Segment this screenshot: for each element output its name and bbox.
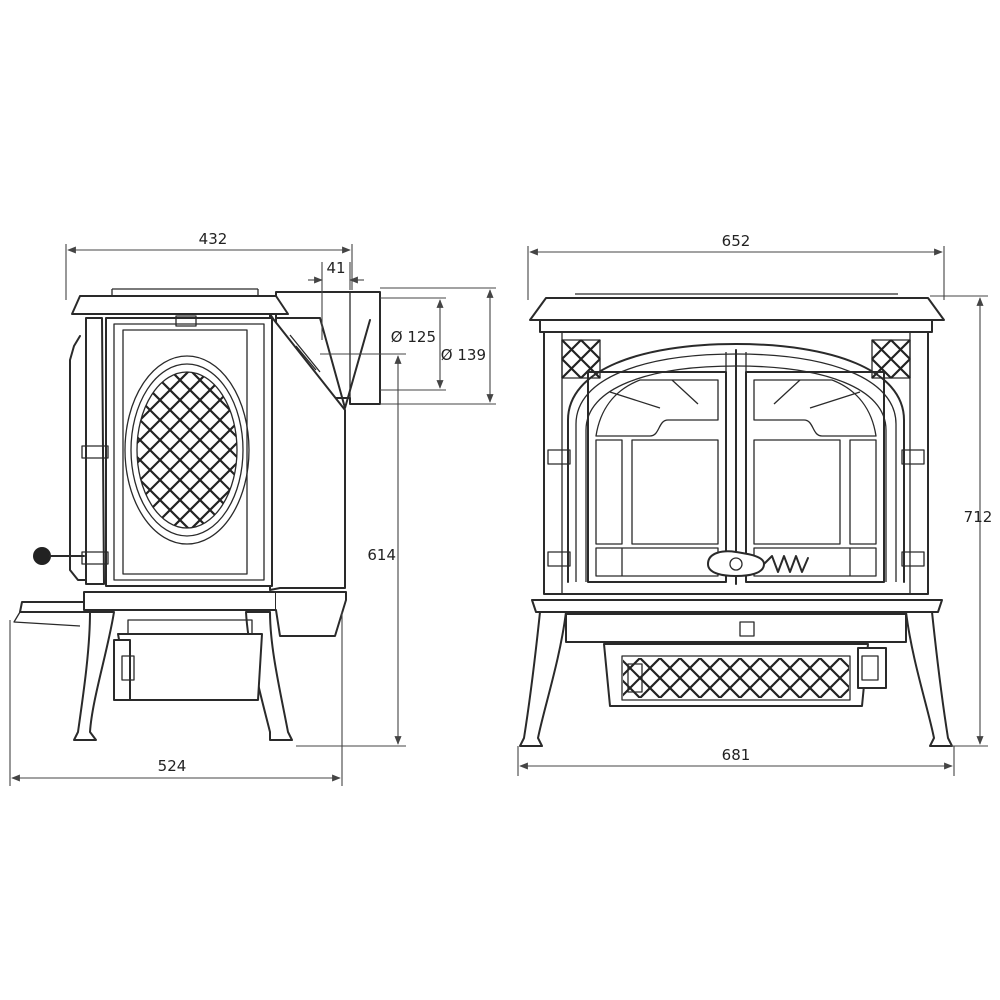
front-leg bbox=[73, 611, 115, 741]
rear-body bbox=[269, 313, 346, 591]
door-arch bbox=[567, 343, 905, 583]
front-left-leg bbox=[519, 611, 567, 747]
dim-front-height: 712 bbox=[964, 508, 993, 526]
dim-side-depth: 524 bbox=[158, 757, 187, 775]
drawer-lattice bbox=[623, 658, 849, 698]
top-plate bbox=[71, 295, 289, 315]
front-door-profile bbox=[85, 317, 105, 585]
dim-flue-inner: Ø 125 bbox=[391, 328, 436, 346]
lattice-pattern bbox=[137, 372, 237, 528]
dim-flue-offset: 41 bbox=[326, 259, 345, 277]
front-door-handle bbox=[707, 550, 809, 577]
front-top-plate bbox=[529, 297, 945, 321]
dim-side-width: 432 bbox=[199, 230, 228, 248]
dim-flue-outer: Ø 139 bbox=[441, 346, 486, 364]
dim-front-width: 652 bbox=[722, 232, 751, 250]
front-base bbox=[531, 599, 943, 613]
side-view bbox=[13, 288, 381, 741]
front-view bbox=[519, 293, 953, 747]
dim-flue-height: 614 bbox=[367, 546, 396, 564]
front-dimensions: 652 712 681 bbox=[517, 232, 993, 776]
side-dimensions: 432 41 Ø 125 Ø 139 614 524 bbox=[9, 230, 496, 786]
door-handle bbox=[33, 547, 85, 565]
front-right-leg bbox=[905, 611, 953, 747]
dim-front-base-width: 681 bbox=[722, 746, 751, 764]
